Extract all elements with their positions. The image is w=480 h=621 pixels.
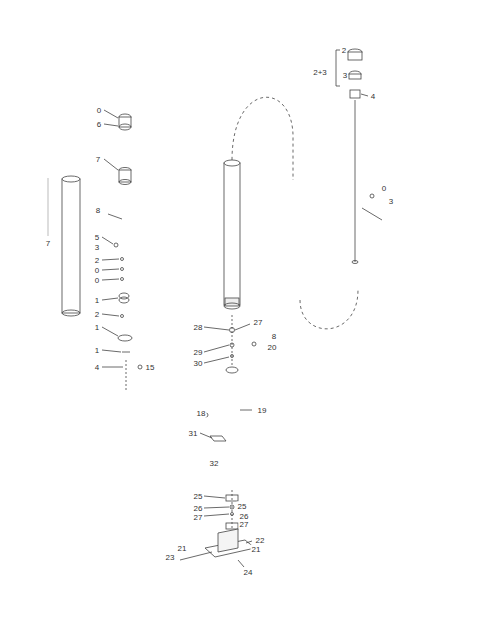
callout-number: 18 bbox=[196, 409, 207, 418]
callout-number: 3 bbox=[94, 243, 100, 252]
callout-number: 6 bbox=[96, 120, 102, 129]
callout-number: 1 bbox=[94, 296, 100, 305]
callout-number: 29 bbox=[193, 348, 204, 357]
callout-number: 22 bbox=[255, 536, 266, 545]
callout-number: 21 bbox=[177, 544, 188, 553]
callout-number: 0 bbox=[94, 266, 100, 275]
callout-number: 0 bbox=[381, 184, 387, 193]
callout-number: 7 bbox=[45, 239, 51, 248]
callout-number: 27 bbox=[253, 318, 264, 327]
callout-number: 4 bbox=[370, 92, 376, 101]
callout-number: 31 bbox=[188, 429, 199, 438]
callout-number: 1 bbox=[94, 346, 100, 355]
callout-number: 23 bbox=[165, 553, 176, 562]
callout-number: 0 bbox=[96, 106, 102, 115]
callout-number: 2 bbox=[341, 46, 347, 55]
callout-number: 30 bbox=[193, 359, 204, 368]
callout-number: 7 bbox=[95, 155, 101, 164]
callout-number: 27 bbox=[239, 520, 250, 529]
callout-number: 19 bbox=[257, 406, 268, 415]
callout-number: 25 bbox=[237, 502, 248, 511]
callout-number: 3 bbox=[342, 71, 348, 80]
callout-number: 8 bbox=[95, 206, 101, 215]
callout-number: 2+3 bbox=[312, 68, 328, 77]
callout-number: 24 bbox=[243, 568, 254, 577]
callout-number: 20 bbox=[267, 343, 278, 352]
callout-number: 32 bbox=[209, 459, 220, 468]
callout-number: 21 bbox=[251, 545, 262, 554]
callout-number: 2 bbox=[94, 310, 100, 319]
callout-number: 8 bbox=[271, 332, 277, 341]
callout-number: 25 bbox=[193, 492, 204, 501]
callout-number: 28 bbox=[193, 323, 204, 332]
callout-number: 27 bbox=[193, 513, 204, 522]
callout-number: 3 bbox=[388, 197, 394, 206]
callout-number: 15 bbox=[145, 363, 156, 372]
callout-number: 26 bbox=[193, 504, 204, 513]
callout-number: 2 bbox=[94, 256, 100, 265]
callout-number: 5 bbox=[94, 233, 100, 242]
callout-number: 0 bbox=[94, 276, 100, 285]
callout-number: 4 bbox=[94, 363, 100, 372]
callout-number: 1 bbox=[94, 323, 100, 332]
